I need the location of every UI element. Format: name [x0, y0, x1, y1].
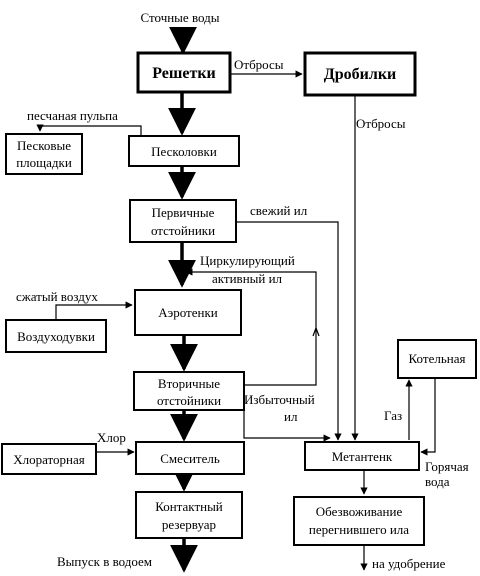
excess-label-1: Избыточный [244, 392, 315, 407]
box-crushers: Дробилки [303, 51, 417, 97]
box-secondary-settlers: Вторичные отстойники [133, 371, 245, 411]
box-boiler: Котельная [397, 339, 477, 379]
excess-sludge-line [243, 405, 331, 442]
compressed-air-line [55, 301, 133, 320]
box-sand-beds: Песковые площадки [5, 133, 83, 175]
chlorine-line [95, 448, 135, 458]
hot-water-label-1: Горячая [425, 459, 469, 474]
fresh-sludge-line [236, 221, 342, 441]
hot-water-line [420, 378, 436, 456]
dewatering-label-1: Обезвоживание [316, 504, 403, 519]
primary-label-1: Первичные [152, 205, 215, 220]
circulating-label-2: активный ил [212, 271, 283, 286]
output-label: Выпуск в водоем [57, 554, 152, 569]
gas-label: Газ [384, 408, 402, 423]
waste-top-label: Отбросы [234, 57, 284, 72]
box-mixer: Смеситель [135, 441, 245, 475]
box-digester: Метантенк [304, 441, 420, 471]
crushers-label: Дробилки [324, 66, 397, 83]
boiler-label: Котельная [409, 351, 466, 366]
box-screens: Решетки [136, 51, 232, 94]
contact-label-1: Контактный [155, 499, 223, 514]
box-primary-settlers: Первичные отстойники [129, 199, 237, 243]
mixer-label: Смеситель [160, 451, 220, 466]
chlorinator-label: Хлораторная [13, 452, 85, 467]
sand-beds-label-2: площадки [16, 155, 72, 170]
circulating-mid-arrow [312, 326, 320, 337]
input-label: Сточные воды [141, 10, 220, 25]
blowers-label: Воздуходувки [17, 329, 95, 344]
digester-label: Метантенк [332, 449, 393, 464]
chlorine-label: Хлор [97, 430, 126, 445]
box-contact-reservoir: Контактный резервуар [135, 491, 243, 539]
primary-label-2: отстойники [151, 223, 215, 238]
secondary-label-1: Вторичные [158, 376, 220, 391]
excess-label-2: ил [284, 409, 298, 424]
fertilizer-label: на удобрение [372, 556, 446, 571]
sand-pulp-label: песчаная пульпа [27, 108, 118, 123]
compressed-air-label: сжатый воздух [16, 289, 98, 304]
sand-beds-label-1: Песковые [17, 138, 71, 153]
fresh-sludge-label: свежий ил [250, 203, 308, 218]
contact-label-2: резервуар [162, 517, 216, 532]
box-blowers: Воздуходувки [5, 319, 107, 353]
dewatering-label-2: перегнившего ила [309, 522, 409, 537]
sand-pulp-line [36, 124, 142, 135]
grit-chambers-label: Песколовки [151, 144, 217, 159]
screens-label: Решетки [152, 65, 216, 82]
box-chlorinator: Хлораторная [1, 443, 97, 475]
box-dewatering: Обезвоживание перегнившего ила [293, 496, 425, 546]
aerotanks-label: Аэротенки [158, 305, 218, 320]
waste-right-label: Отбросы [356, 116, 406, 131]
secondary-label-2: отстойники [157, 393, 221, 408]
box-aerotanks: Аэротенки [134, 289, 242, 336]
box-grit-chambers: Песколовки [128, 135, 240, 167]
hot-water-label-2: вода [425, 474, 450, 489]
circulating-label-1: Циркулирующий [200, 253, 295, 268]
